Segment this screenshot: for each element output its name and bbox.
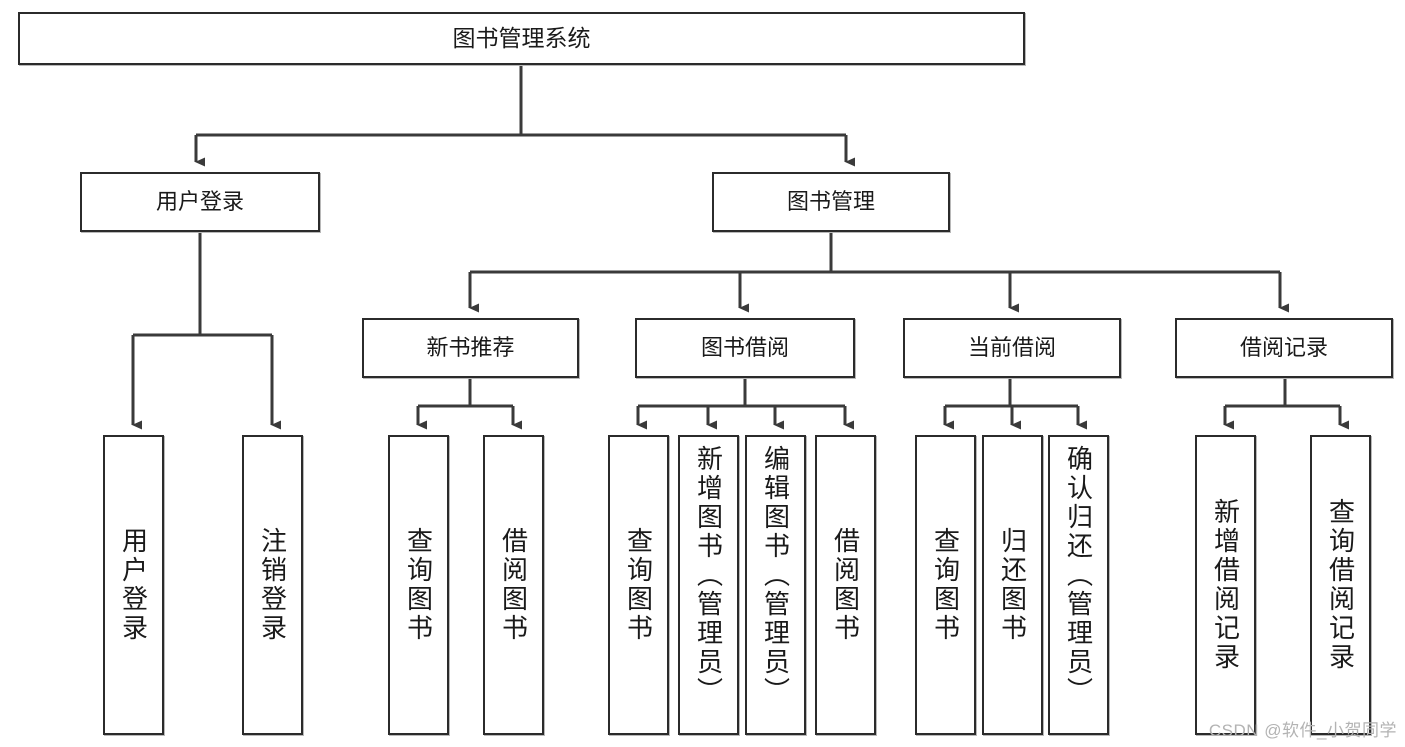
node-book-manage[interactable]: 图书管理: [712, 172, 950, 232]
leaf-query-record[interactable]: 查询借阅记录: [1310, 435, 1371, 735]
leaf-edit-book[interactable]: 编辑图书（管理员）: [745, 435, 806, 735]
csdn-watermark: CSDN @软件_小贺同学: [1208, 721, 1397, 740]
node-label: 确认归还（管理员）: [1063, 445, 1094, 706]
leaf-query-book-2[interactable]: 查询图书: [608, 435, 669, 735]
node-label: 注销登录: [257, 527, 288, 643]
node-label: 用户登录: [118, 527, 149, 643]
node-label: 用户登录: [155, 188, 244, 214]
node-current-borrow[interactable]: 当前借阅: [903, 318, 1121, 378]
node-label: 归还图书: [997, 527, 1028, 643]
node-label: 查询图书: [930, 527, 961, 643]
node-label: 借阅图书: [498, 527, 529, 643]
node-label: 图书管理: [786, 188, 875, 214]
node-label: 新增借阅记录: [1210, 498, 1241, 672]
leaf-query-book-3[interactable]: 查询图书: [915, 435, 976, 735]
node-label: 查询图书: [403, 527, 434, 643]
node-label: 借阅图书: [830, 527, 861, 643]
node-label: 编辑图书（管理员）: [760, 445, 791, 706]
leaf-add-book[interactable]: 新增图书（管理员）: [678, 435, 739, 735]
node-new-book-rec[interactable]: 新书推荐: [362, 318, 579, 378]
leaf-user-login[interactable]: 用户登录: [103, 435, 164, 735]
leaf-borrow-book-1[interactable]: 借阅图书: [483, 435, 544, 735]
node-borrow-record[interactable]: 借阅记录: [1175, 318, 1393, 378]
node-user-login[interactable]: 用户登录: [80, 172, 320, 232]
node-label: 图书借阅: [700, 334, 789, 360]
node-label: 查询图书: [623, 527, 654, 643]
node-root-system[interactable]: 图书管理系统: [18, 12, 1025, 65]
node-label: 新增图书（管理员）: [693, 445, 724, 706]
leaf-query-book-1[interactable]: 查询图书: [388, 435, 449, 735]
node-label: 新书推荐: [426, 334, 515, 360]
node-label: 借阅记录: [1239, 334, 1328, 360]
node-label: 当前借阅: [967, 334, 1056, 360]
leaf-confirm-return[interactable]: 确认归还（管理员）: [1048, 435, 1109, 735]
leaf-add-record[interactable]: 新增借阅记录: [1195, 435, 1256, 735]
node-label: 查询借阅记录: [1325, 498, 1356, 672]
node-label: 图书管理系统: [452, 24, 591, 51]
node-book-borrow[interactable]: 图书借阅: [635, 318, 855, 378]
leaf-logout[interactable]: 注销登录: [242, 435, 303, 735]
leaf-return-book[interactable]: 归还图书: [982, 435, 1043, 735]
leaf-borrow-book-2[interactable]: 借阅图书: [815, 435, 876, 735]
